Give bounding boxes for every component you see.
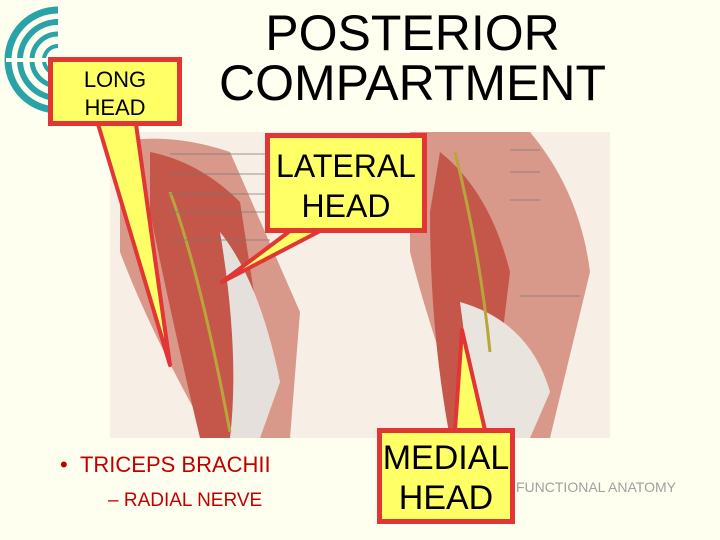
sub-bullet-text: RADIAL NERVE: [123, 490, 263, 511]
logo: [4, 6, 68, 114]
callout-medial-head-line-2: HEAD: [398, 479, 494, 517]
sub-bullet-item: – RADIAL NERVE: [60, 490, 271, 512]
callout-lateral-head-line-1: LATERAL: [276, 148, 416, 184]
bullet-dot-icon: •: [60, 452, 80, 477]
footer-text: FUNCTIONAL ANATOMY: [516, 479, 676, 495]
sub-bullet-dash-icon: –: [108, 490, 124, 511]
callout-long-head-line-1: LONG: [83, 67, 147, 92]
bullet-list: • TRICEPS BRACHII – RADIAL NERVE: [60, 452, 271, 512]
bullet-text: TRICEPS BRACHII: [79, 452, 271, 477]
triceps-anatomy-illustration: [110, 132, 610, 438]
callout-medial-head-line-1: MEDIAL: [382, 439, 510, 477]
callout-long-head: LONG HEAD: [48, 57, 182, 126]
page-title: POSTERIOR COMPARTMENT: [215, 8, 610, 108]
callout-medial-head: MEDIAL HEAD: [377, 428, 515, 524]
callout-lateral-head-line-2: HEAD: [301, 188, 391, 224]
callout-long-head-line-2: HEAD: [84, 95, 146, 120]
callout-lateral-head: LATERAL HEAD: [265, 133, 427, 233]
title-line-2: COMPARTMENT: [218, 55, 607, 111]
title-line-1: POSTERIOR: [265, 5, 560, 61]
bullet-item: • TRICEPS BRACHII: [60, 452, 271, 478]
